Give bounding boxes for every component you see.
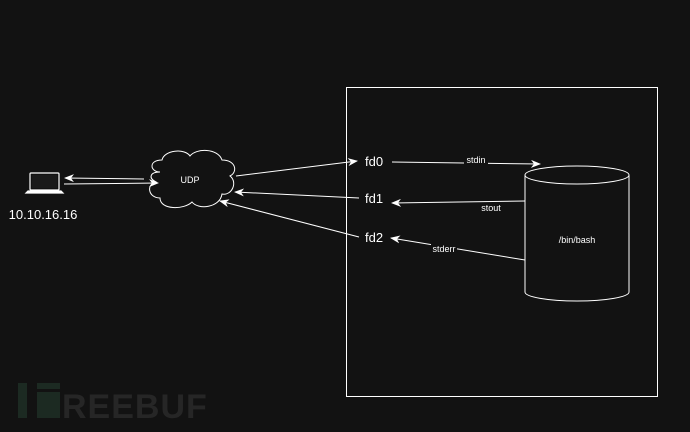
- arrow-cloud-to-fd0: [235, 158, 358, 177]
- laptop-icon: [24, 172, 65, 194]
- stdout-label: stout: [481, 203, 501, 213]
- arrow-stderr: [390, 235, 526, 261]
- arrow-cloud-to-host: [64, 174, 145, 183]
- arrow-host-to-cloud: [63, 179, 159, 188]
- udp-label: UDP: [180, 175, 199, 185]
- stdin-label: stdin: [466, 155, 485, 165]
- arrow-stdout: [391, 198, 526, 207]
- arrow-fd1-to-cloud: [234, 188, 360, 199]
- fd2-label: fd2: [365, 230, 383, 245]
- freebuf-watermark: REEBUF: [18, 383, 208, 426]
- host-ip-label: 10.10.16.16: [9, 207, 78, 222]
- svg-text:REEBUF: REEBUF: [62, 388, 208, 426]
- stderr-label: stderr: [432, 244, 455, 254]
- bash-label: /bin/bash: [559, 235, 596, 245]
- fd0-label: fd0: [365, 154, 383, 169]
- bash-process-cylinder: [524, 165, 630, 302]
- udp-cloud: [149, 150, 236, 208]
- arrow-fd2-to-cloud: [219, 199, 360, 238]
- host-container: [346, 87, 658, 397]
- fd1-label: fd1: [365, 191, 383, 206]
